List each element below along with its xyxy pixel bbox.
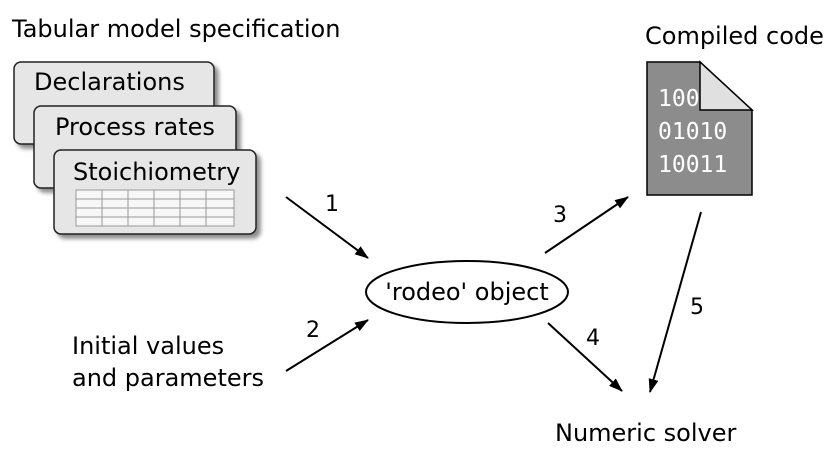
stoichiometry-label: Stoichiometry <box>73 158 240 186</box>
step-number-5: 5 <box>690 295 704 320</box>
table-grid-icon <box>75 189 235 227</box>
rodeo-object-node: 'rodeo' object <box>365 260 569 324</box>
step-number-1: 1 <box>325 192 339 217</box>
declarations-label: Declarations <box>34 68 185 96</box>
stoichiometry-card: Stoichiometry <box>53 149 257 235</box>
spec-title: Tabular model specification <box>11 15 340 43</box>
rodeo-object-label: 'rodeo' object <box>385 278 549 306</box>
arrow-5 <box>648 211 702 393</box>
compiled-bits-line-1: 100 <box>658 86 700 112</box>
step-number-3: 3 <box>553 203 567 228</box>
compiled-code-document-icon: 100 01010 10011 <box>646 60 754 196</box>
inputs-line-2: and parameters <box>72 364 264 392</box>
inputs-line-1: Initial values <box>72 332 224 360</box>
arrow-2 <box>285 319 369 372</box>
step-number-2: 2 <box>306 318 320 343</box>
compiled-code-title: Compiled code <box>645 22 824 50</box>
step-number-4: 4 <box>586 326 600 351</box>
arrow-3 <box>544 196 629 254</box>
arrow-1 <box>285 196 369 259</box>
compiled-bits-line-2: 01010 <box>658 119 727 145</box>
numeric-solver-label: Numeric solver <box>555 419 736 447</box>
arrow-4 <box>547 322 623 392</box>
compiled-bits-line-3: 10011 <box>658 152 727 178</box>
process-rates-label: Process rates <box>55 113 215 141</box>
